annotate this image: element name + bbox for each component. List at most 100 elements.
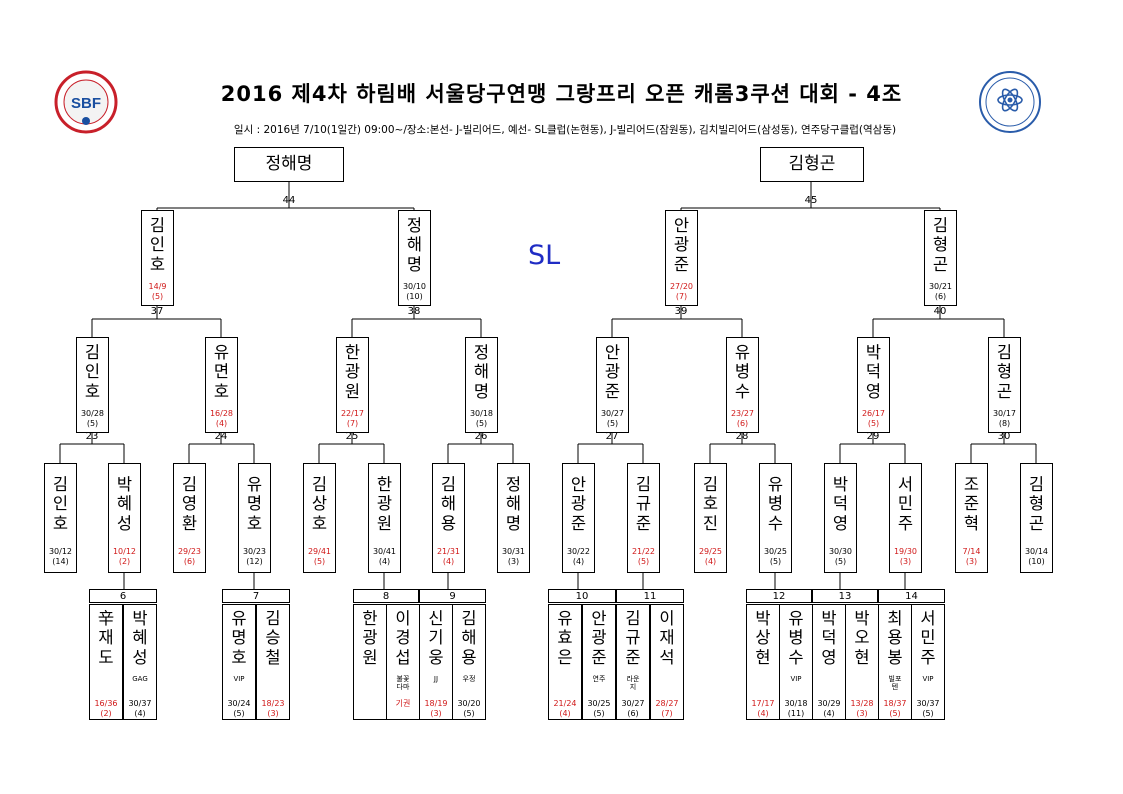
finalist-box: 정해명 [234,147,344,182]
player-score: 21/22 [631,547,656,556]
player-name: 박 덕 영 [821,608,837,667]
player-score: 30/25 [587,699,611,708]
player-rank: (5) [606,419,619,428]
match-number: 13 [812,589,878,603]
player-note: 우정 [462,675,476,683]
player-rank: (7) [346,419,359,428]
match-number: 28 [735,431,749,442]
player-name: 김 호 진 [702,474,719,533]
player-rank: (10) [406,292,423,301]
player-rank: (4) [704,557,717,566]
player-name: 유 효 은 [557,608,573,667]
player-score: 30/27 [600,409,625,418]
player-score: 14/9 [148,282,167,291]
player-rank: (5) [889,709,901,718]
player-name: 김 규 준 [625,608,641,667]
player-score: 30/37 [916,699,940,708]
player-score: 29/41 [307,547,332,556]
player-score: 30/20 [457,699,481,708]
player-score: 30/12 [48,547,73,556]
player-rank: (3) [856,709,868,718]
player-name: 박 덕 영 [832,474,849,533]
player-rank: (11) [787,709,805,718]
player-score: 27/20 [669,282,694,291]
player-rank: (5) [637,557,650,566]
player-box: 박 혜 성 GAG 30/37(4) [123,604,157,720]
player-score: 29/25 [698,547,723,556]
federation-logo: SBF [54,70,118,134]
player-name: 유 병 수 [788,608,804,667]
player-name: 박 상 현 [755,608,771,667]
match-number: 7 [222,589,290,603]
match-number: 8 [353,589,419,603]
player-box: 유 효 은 21/24(4) [548,604,582,720]
player-box: 박 오 현 13/28(3) [845,604,879,720]
player-name: 한 광 원 [362,608,378,667]
player-score: 30/27 [621,699,645,708]
player-rank: (12) [246,557,263,566]
player-name: 신 기 웅 [428,608,444,667]
match-number: 37 [150,306,164,317]
match-number: 40 [933,306,947,317]
player-name: 辛 재 도 [97,608,115,667]
player-rank: (5) [922,709,934,718]
player-rank: (2) [118,557,131,566]
player-name: 서 민 주 [920,608,936,667]
player-score: 18/23 [261,699,285,708]
player-score: 26/17 [861,409,886,418]
player-rank: (4) [559,709,571,718]
player-score: 22/17 [340,409,365,418]
player-box: 김 규 준 21/22(5) [627,463,660,573]
player-score: 21/24 [553,699,577,708]
match-number: 11 [616,589,684,603]
player-rank: (4) [134,709,146,718]
player-name: 김 인 호 [52,474,69,533]
player-score: 16/36 [94,699,118,708]
player-name: 유 명 호 [231,608,247,667]
player-score: 13/28 [850,699,874,708]
match-number: 23 [85,431,99,442]
player-name: 김 형 곤 [932,215,949,274]
player-note: 불꽃 다마 [396,675,410,691]
match-number: 9 [419,589,486,603]
player-name: 김 규 준 [635,474,652,533]
player-rank: (8) [998,419,1011,428]
player-name: 박 오 현 [854,608,870,667]
player-score: 29/23 [177,547,202,556]
player-name: 안 광 준 [591,608,607,667]
player-score: 7/14 [962,547,981,556]
player-name: 박 혜 성 [132,608,148,667]
player-rank: (5) [593,709,605,718]
player-rank: (4) [215,419,228,428]
player-note: GAG [132,675,148,683]
player-score: 16/28 [209,409,234,418]
player-rank: (3) [899,557,912,566]
player-note: 라운 지 [626,675,640,691]
player-rank: (6) [934,292,947,301]
player-note: 빌포 텐 [888,675,902,691]
player-score: 30/22 [566,547,591,556]
player-note: VIP [233,675,245,683]
player-name: 정 해 명 [473,342,490,401]
player-rank: (3) [507,557,520,566]
venue-label: SL [528,240,561,271]
player-name: 유 병 수 [767,474,784,533]
player-score: 30/18 [784,699,808,708]
player-score: 30/37 [128,699,152,708]
